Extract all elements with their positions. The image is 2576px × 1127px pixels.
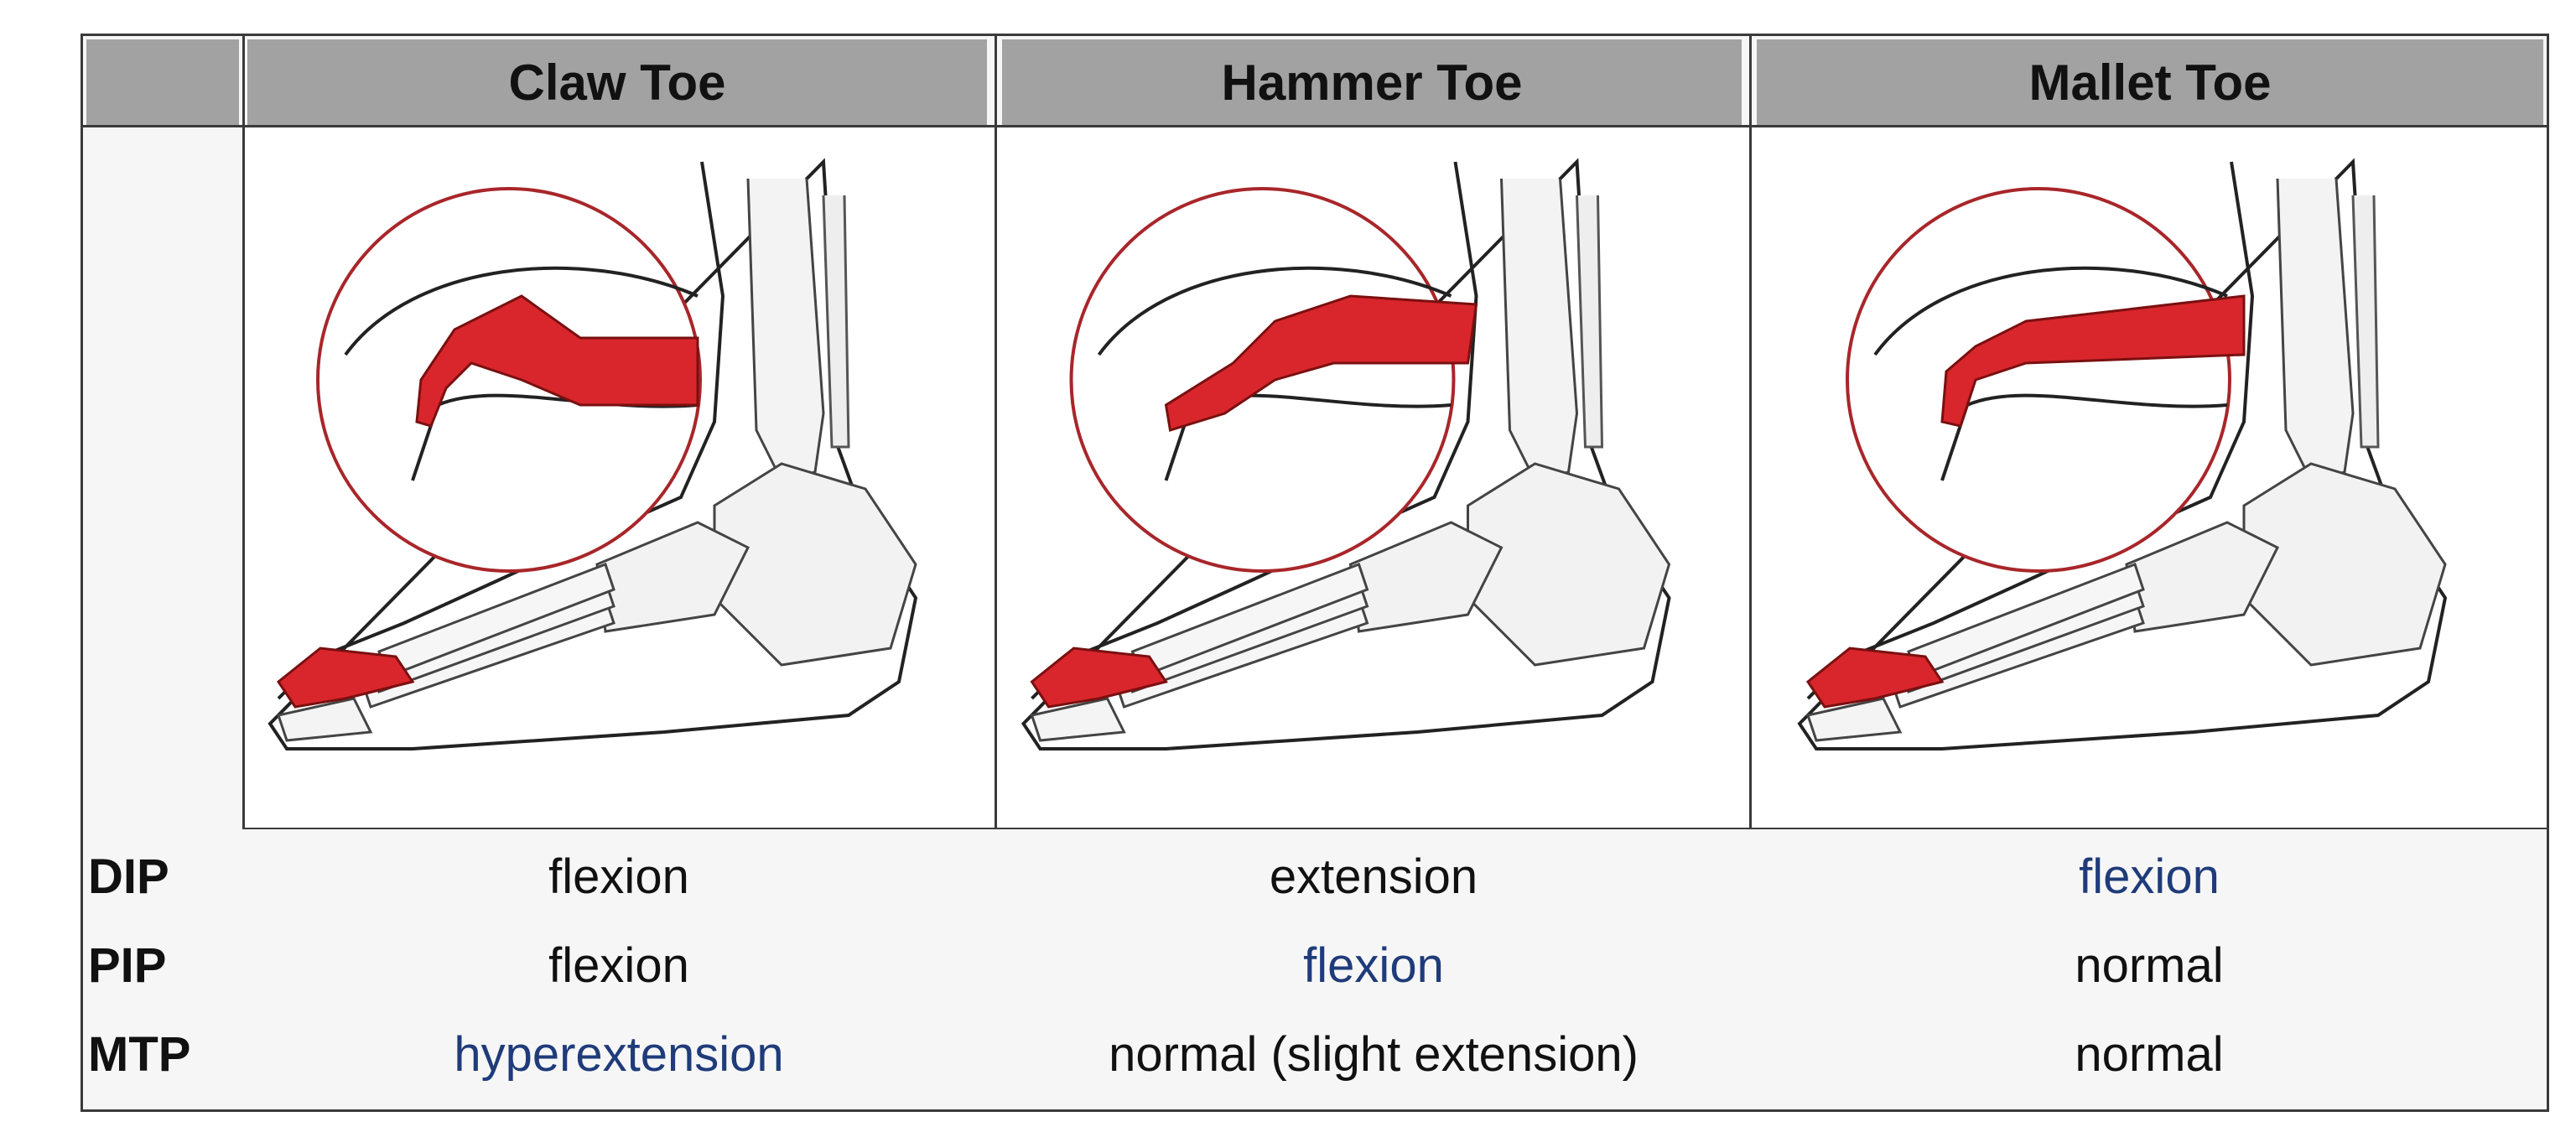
cell-text: flexion xyxy=(1303,937,1444,993)
claw-toe-illustration xyxy=(245,128,995,828)
toe-skin-outline xyxy=(344,266,699,481)
tarsal-bones xyxy=(2125,521,2280,633)
hammer-toe-illustration xyxy=(997,128,1749,828)
calcaneus-bone xyxy=(713,462,917,667)
tibia-bone xyxy=(1500,178,1579,482)
mallet-toe-illustration xyxy=(1752,128,2547,828)
row-label-text: PIP xyxy=(88,937,167,993)
row-label-text: DIP xyxy=(88,849,169,904)
grid-line xyxy=(83,125,2547,127)
foot-skeleton-drawing xyxy=(1797,158,2448,750)
claw-mtp-value: hyperextension xyxy=(242,1012,995,1096)
toe-skin-outline xyxy=(1873,266,2228,481)
tibia-bone xyxy=(746,178,825,482)
affected-toe-bones xyxy=(1805,647,1945,709)
row-label-text: MTP xyxy=(88,1026,191,1082)
magnified-view-circle xyxy=(1846,187,2231,573)
lesser-toe-bones xyxy=(1806,697,1903,742)
column-header-mallet-toe: Mallet Toe xyxy=(1757,39,2543,125)
grid-line xyxy=(242,36,245,828)
cell-text: flexion xyxy=(2079,849,2220,904)
mallet-pip-value: normal xyxy=(1752,923,2547,1007)
column-header-hammer-toe: Hammer Toe xyxy=(1002,39,1742,125)
hammer-mtp-value: normal (slight extension) xyxy=(997,1012,1750,1096)
affected-toe-bones xyxy=(276,647,415,709)
mallet-mtp-value: normal xyxy=(1752,1012,2547,1096)
hammer-dip-value: extension xyxy=(997,834,1750,918)
foot-skeleton-drawing xyxy=(267,158,918,750)
cell-text: extension xyxy=(1269,849,1478,904)
column-title: Claw Toe xyxy=(508,54,726,111)
affected-toe-bones xyxy=(1030,647,1168,709)
row-label-pip: PIP xyxy=(88,923,239,1007)
grid-line xyxy=(995,36,997,828)
mallet-dip-value: flexion xyxy=(1752,834,2547,918)
fibula-bone xyxy=(2351,195,2380,449)
lesser-toe-bones xyxy=(277,697,373,742)
tarsal-bones xyxy=(595,521,750,633)
cell-text: hyperextension xyxy=(454,1026,784,1082)
cell-text: normal xyxy=(2075,1026,2224,1082)
cell-text: normal (slight extension) xyxy=(1109,1026,1639,1082)
tibia-bone xyxy=(2276,178,2355,482)
hammer-pip-value: flexion xyxy=(997,923,1750,1007)
grid-line xyxy=(242,827,2547,829)
cell-text: normal xyxy=(2075,937,2224,993)
grid-line xyxy=(1749,36,1752,828)
column-title: Hammer Toe xyxy=(1221,54,1523,111)
magnified-toe-bones xyxy=(415,294,699,428)
claw-dip-value: flexion xyxy=(242,834,995,918)
foot-skeleton-drawing xyxy=(1021,158,1671,750)
lesser-toe-bones xyxy=(1030,697,1126,742)
row-label-dip: DIP xyxy=(88,834,239,918)
header-corner-cell xyxy=(86,39,239,125)
calcaneus-bone xyxy=(1467,462,1671,667)
column-header-claw-toe: Claw Toe xyxy=(247,39,987,125)
column-title: Mallet Toe xyxy=(2028,54,2272,111)
fibula-bone xyxy=(1576,195,1604,449)
fibula-bone xyxy=(822,195,850,449)
cell-text: flexion xyxy=(548,849,689,904)
calcaneus-bone xyxy=(2242,462,2447,667)
cell-text: flexion xyxy=(548,937,689,993)
magnified-toe-bones xyxy=(1940,294,2246,428)
row-label-mtp: MTP xyxy=(88,1012,239,1096)
tarsal-bones xyxy=(1348,521,1504,633)
comparison-table: Claw Toe Hammer Toe Mallet Toe DIP flexi… xyxy=(80,34,2549,1112)
magnified-toe-bones xyxy=(1164,294,1478,432)
claw-pip-value: flexion xyxy=(242,923,995,1007)
